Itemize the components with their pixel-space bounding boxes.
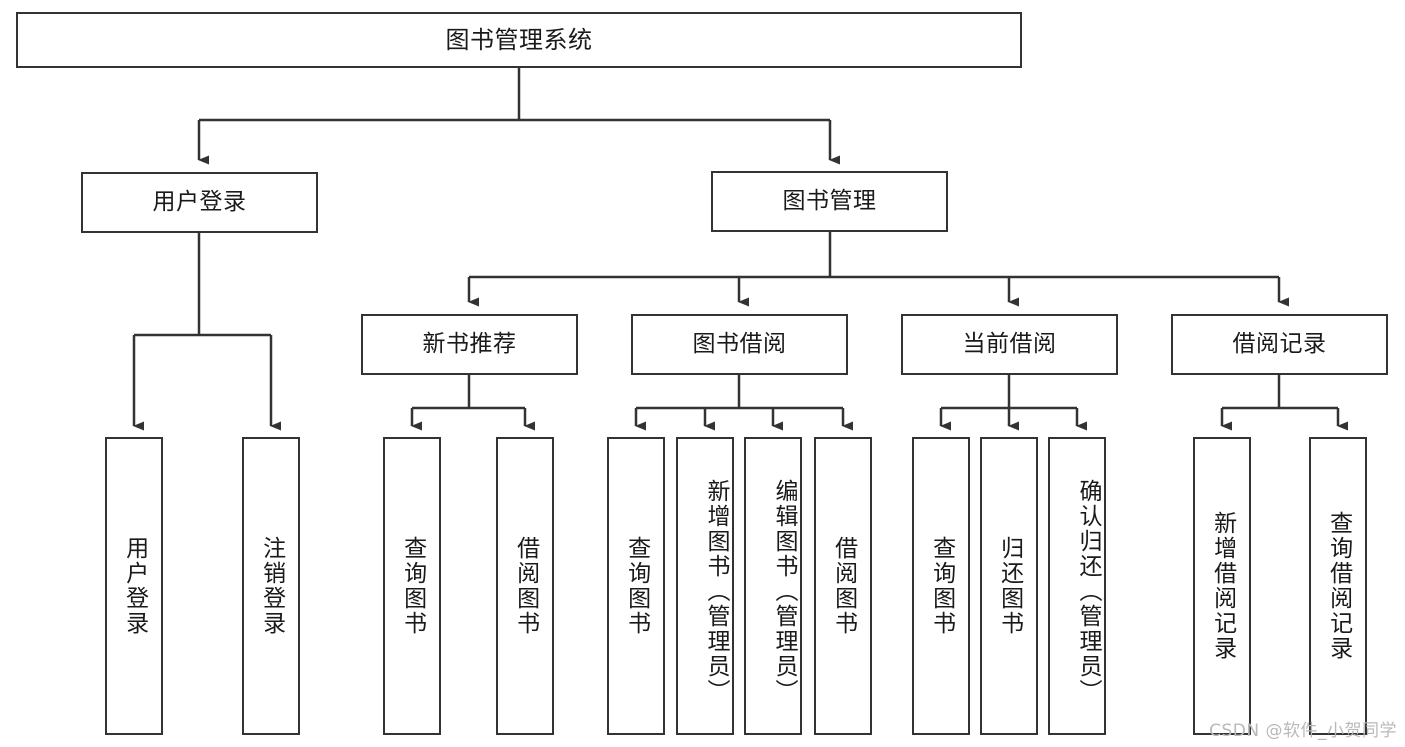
leaf-label: 编辑图书（管理员） [771,478,797,704]
node-user-login[interactable]: 用户登录 [81,172,318,233]
node-new-book-recommend-label: 新书推荐 [422,330,517,357]
node-root-label: 图书管理系统 [445,25,593,54]
node-borrow-record-label: 借阅记录 [1232,330,1327,357]
leaf-label: 借阅图书 [512,536,539,636]
leaf-label: 查询图书 [623,536,650,636]
node-root-system[interactable]: 图书管理系统 [16,12,1022,68]
leaf-label: 查询图书 [399,536,426,636]
leaf-record-query-record[interactable]: 查询借阅记录 [1309,437,1367,735]
watermark-text: CSDN @软件_小贺同学 [1209,721,1397,741]
leaf-label: 借阅图书 [830,536,857,636]
leaf-borrow-borrow-book[interactable]: 借阅图书 [814,437,872,735]
leaf-user-login-login[interactable]: 用户登录 [105,437,163,735]
node-book-borrow-label: 图书借阅 [692,330,787,357]
leaf-label: 新增图书（管理员） [703,478,729,704]
leaf-current-return-book[interactable]: 归还图书 [980,437,1038,735]
node-book-management[interactable]: 图书管理 [711,171,948,232]
node-book-borrow[interactable]: 图书借阅 [631,314,848,375]
leaf-label: 归还图书 [996,536,1023,636]
leaf-borrow-add-book-admin[interactable]: 新增图书（管理员） [676,437,734,735]
leaf-label: 确认归还（管理员） [1075,478,1101,704]
leaf-borrow-edit-book-admin[interactable]: 编辑图书（管理员） [744,437,802,735]
leaf-label: 注销登录 [258,536,285,636]
leaf-label: 查询图书 [928,536,955,636]
leaf-user-login-logout[interactable]: 注销登录 [242,437,300,735]
node-user-login-label: 用户登录 [152,188,247,215]
leaf-label: 查询借阅记录 [1325,511,1352,661]
leaf-recommend-borrow-book[interactable]: 借阅图书 [496,437,554,735]
node-new-book-recommend[interactable]: 新书推荐 [361,314,578,375]
node-current-borrow-label: 当前借阅 [962,330,1057,357]
node-book-management-label: 图书管理 [782,187,877,214]
leaf-current-confirm-return-admin[interactable]: 确认归还（管理员） [1048,437,1106,735]
leaf-current-query-book[interactable]: 查询图书 [912,437,970,735]
leaf-label: 用户登录 [121,536,148,636]
node-borrow-record[interactable]: 借阅记录 [1171,314,1388,375]
leaf-label: 新增借阅记录 [1209,511,1236,661]
node-current-borrow[interactable]: 当前借阅 [901,314,1118,375]
leaf-borrow-query-book[interactable]: 查询图书 [607,437,665,735]
leaf-record-add-record[interactable]: 新增借阅记录 [1193,437,1251,735]
leaf-recommend-query-book[interactable]: 查询图书 [383,437,441,735]
